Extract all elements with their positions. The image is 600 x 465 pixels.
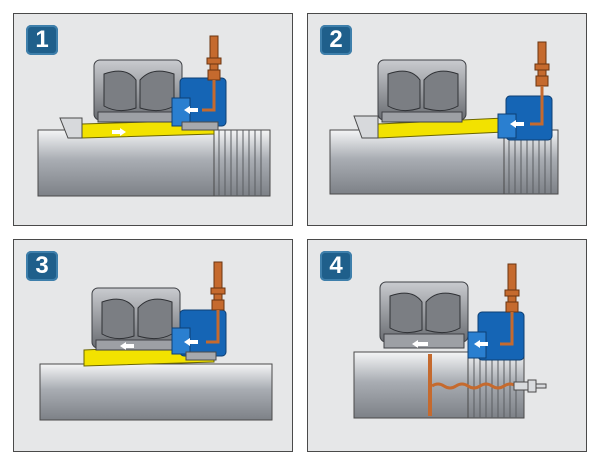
pressure-fitting-icon (530, 41, 550, 126)
pressure-fitting-icon (500, 263, 520, 346)
roller-left (101, 298, 135, 340)
roller-right (137, 298, 173, 340)
roller-left (103, 70, 137, 112)
arrow-left-icon (412, 340, 428, 348)
bearing-inner-ring (381, 111, 463, 123)
step-panel-4: 4 (307, 239, 587, 452)
nut-thread (181, 121, 219, 131)
arrow-left-icon (120, 342, 134, 350)
bearing-inner-ring (95, 339, 177, 351)
pressure-fitting-icon (202, 35, 222, 112)
arrow-left-icon (510, 120, 524, 128)
arrow-left-icon (184, 338, 198, 346)
bearing-inner-ring (383, 333, 465, 349)
step-badge-3: 3 (26, 251, 58, 281)
oil-channel-horizontal (431, 382, 517, 390)
nut-thread (185, 351, 217, 361)
pressure-fitting-icon (513, 379, 547, 393)
step-panel-3: 3 (13, 239, 293, 452)
arrow-left-icon (474, 340, 488, 348)
shaft-thread (467, 351, 525, 419)
sleeve-lip (353, 115, 379, 139)
step-4-illustration (353, 263, 547, 419)
shaft-thread (213, 129, 271, 197)
roller-right (139, 70, 175, 112)
step-1-illustration (37, 35, 271, 197)
step-badge-4: 4 (320, 251, 352, 281)
sleeve-lip (59, 117, 83, 139)
arrow-right-icon (112, 128, 126, 136)
roller-right (423, 70, 459, 112)
bearing-inner-ring (97, 111, 179, 123)
roller-left (387, 70, 421, 112)
shaft-thread (503, 129, 559, 195)
arrow-left-icon (184, 106, 198, 114)
shaft (39, 363, 273, 421)
step-badge-1: 1 (26, 25, 58, 55)
step-badge-2: 2 (320, 25, 352, 55)
oil-channel-vertical (428, 354, 432, 416)
step-3-illustration (39, 261, 273, 421)
step-panel-2: 2 (307, 13, 587, 226)
pressure-fitting-icon (206, 261, 226, 344)
roller-left (389, 292, 423, 334)
step-2-illustration (329, 41, 559, 195)
step-panel-1: 1 (13, 13, 293, 226)
roller-right (425, 292, 461, 334)
